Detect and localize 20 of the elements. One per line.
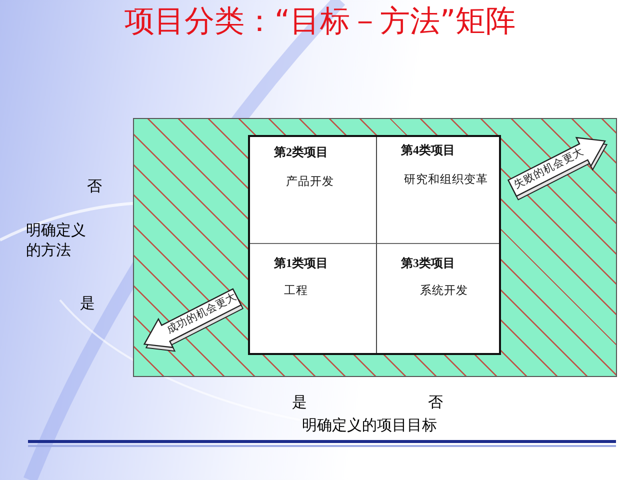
quadrant-heading: 第2类项目 [274, 145, 328, 160]
hatched-field [133, 118, 617, 377]
quadrant-heading: 第4类项目 [401, 143, 455, 158]
quadrant-text: 工程 [284, 284, 308, 299]
slide-title: 项目分类：“目标－方法”矩阵 [123, 3, 517, 41]
quadrant-heading: 第1类项目 [274, 256, 328, 271]
axis-title: 明确定义的项目目标 [302, 415, 437, 435]
axis-value-label: 是 [80, 293, 95, 313]
quadrant-text: 产品开发 [286, 175, 334, 190]
arrow-label: 失败的机会更大 [512, 146, 584, 194]
arrow-label: 成功的机会更大 [165, 292, 238, 338]
axis-value-label: 否 [87, 176, 102, 196]
axis-title: 明确定义的方法 [26, 220, 87, 260]
quadrant-text: 研究和组织变革 [404, 173, 488, 188]
axis-value-label: 是 [292, 392, 307, 412]
quadrant-cell [250, 137, 377, 244]
axis-value-label: 否 [428, 392, 443, 412]
quadrant-heading: 第3类项目 [401, 256, 455, 271]
quadrant-text: 系统开发 [420, 284, 468, 299]
matrix-box [248, 135, 501, 355]
